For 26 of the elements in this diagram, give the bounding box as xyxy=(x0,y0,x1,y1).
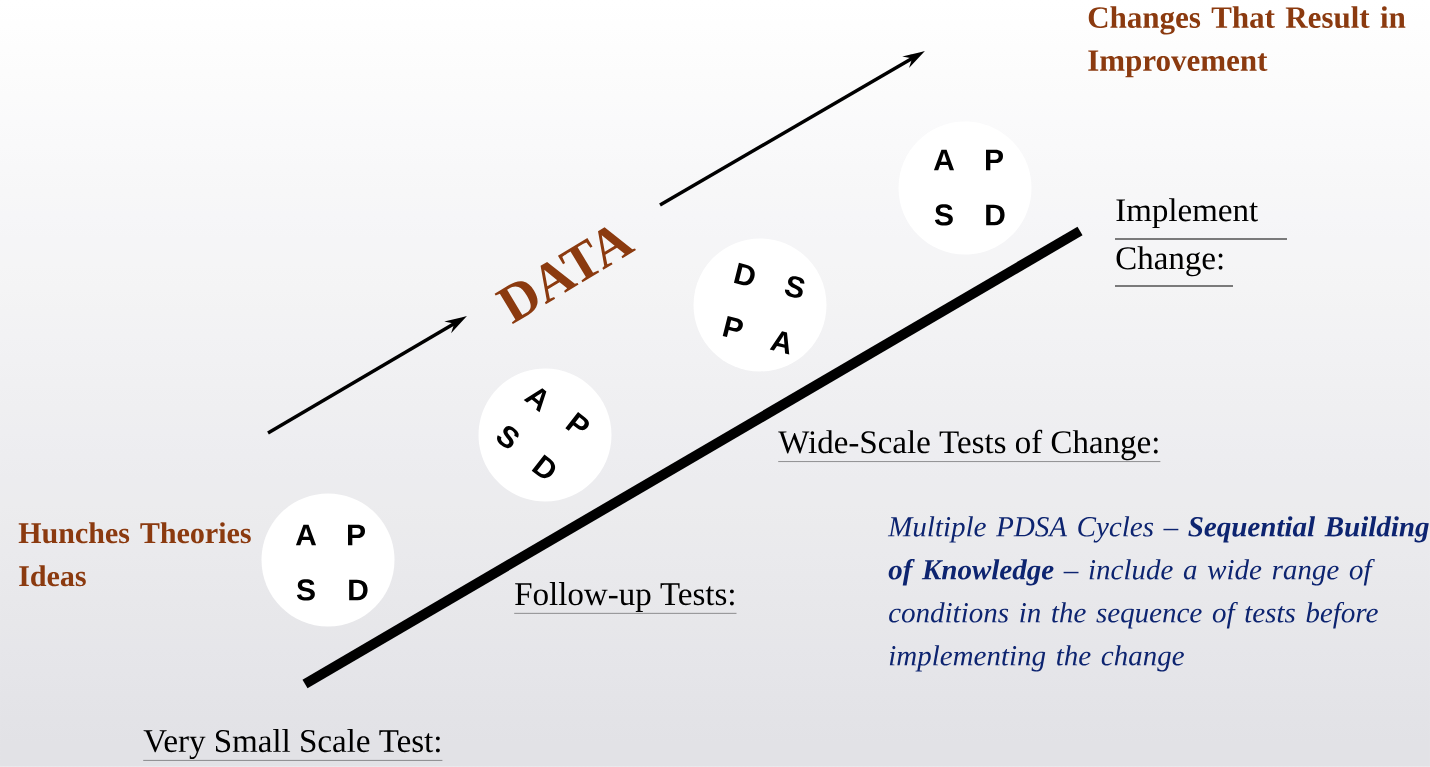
cycle-letter: A xyxy=(933,149,955,171)
cycle-letter: D xyxy=(733,262,755,286)
description-text: Multiple PDSA Cycles – Sequential Building of Knowledge – include a wide range of conditions in the sequence of tests before implementing the change xyxy=(887,516,1429,672)
pdsa-circle xyxy=(261,493,395,627)
pdsa-circle xyxy=(693,238,827,372)
cycle-letter: P xyxy=(722,316,743,338)
cycle-letter: P xyxy=(348,524,365,546)
pdsa-circle xyxy=(898,121,1032,255)
heading-text: Changes That Result in Improvement xyxy=(1088,6,1406,78)
cycle-letter: A xyxy=(769,331,790,355)
cycle-letter: S xyxy=(784,276,805,298)
pdsa-circle xyxy=(478,368,612,502)
cycle-letter: P xyxy=(986,149,1003,171)
stage-label: Follow-up Tests: xyxy=(514,582,737,614)
cycle-letter: A xyxy=(523,388,547,413)
cycle-letter: A xyxy=(295,524,317,546)
cycle-letter: S xyxy=(934,204,953,226)
cycle-letter: D xyxy=(531,454,556,479)
cycle-letter: P xyxy=(565,411,589,431)
cycle-letter: D xyxy=(349,579,368,601)
cycle-letter: S xyxy=(497,426,519,449)
stage-label: Wide-Scale Tests of Change: xyxy=(778,429,1161,462)
stage-label: Very Small Scale Test: xyxy=(143,728,443,761)
stage-label: Implement Change: xyxy=(1114,198,1288,287)
cycle-letter: D xyxy=(986,204,1005,226)
cycle-letter: S xyxy=(296,579,315,601)
